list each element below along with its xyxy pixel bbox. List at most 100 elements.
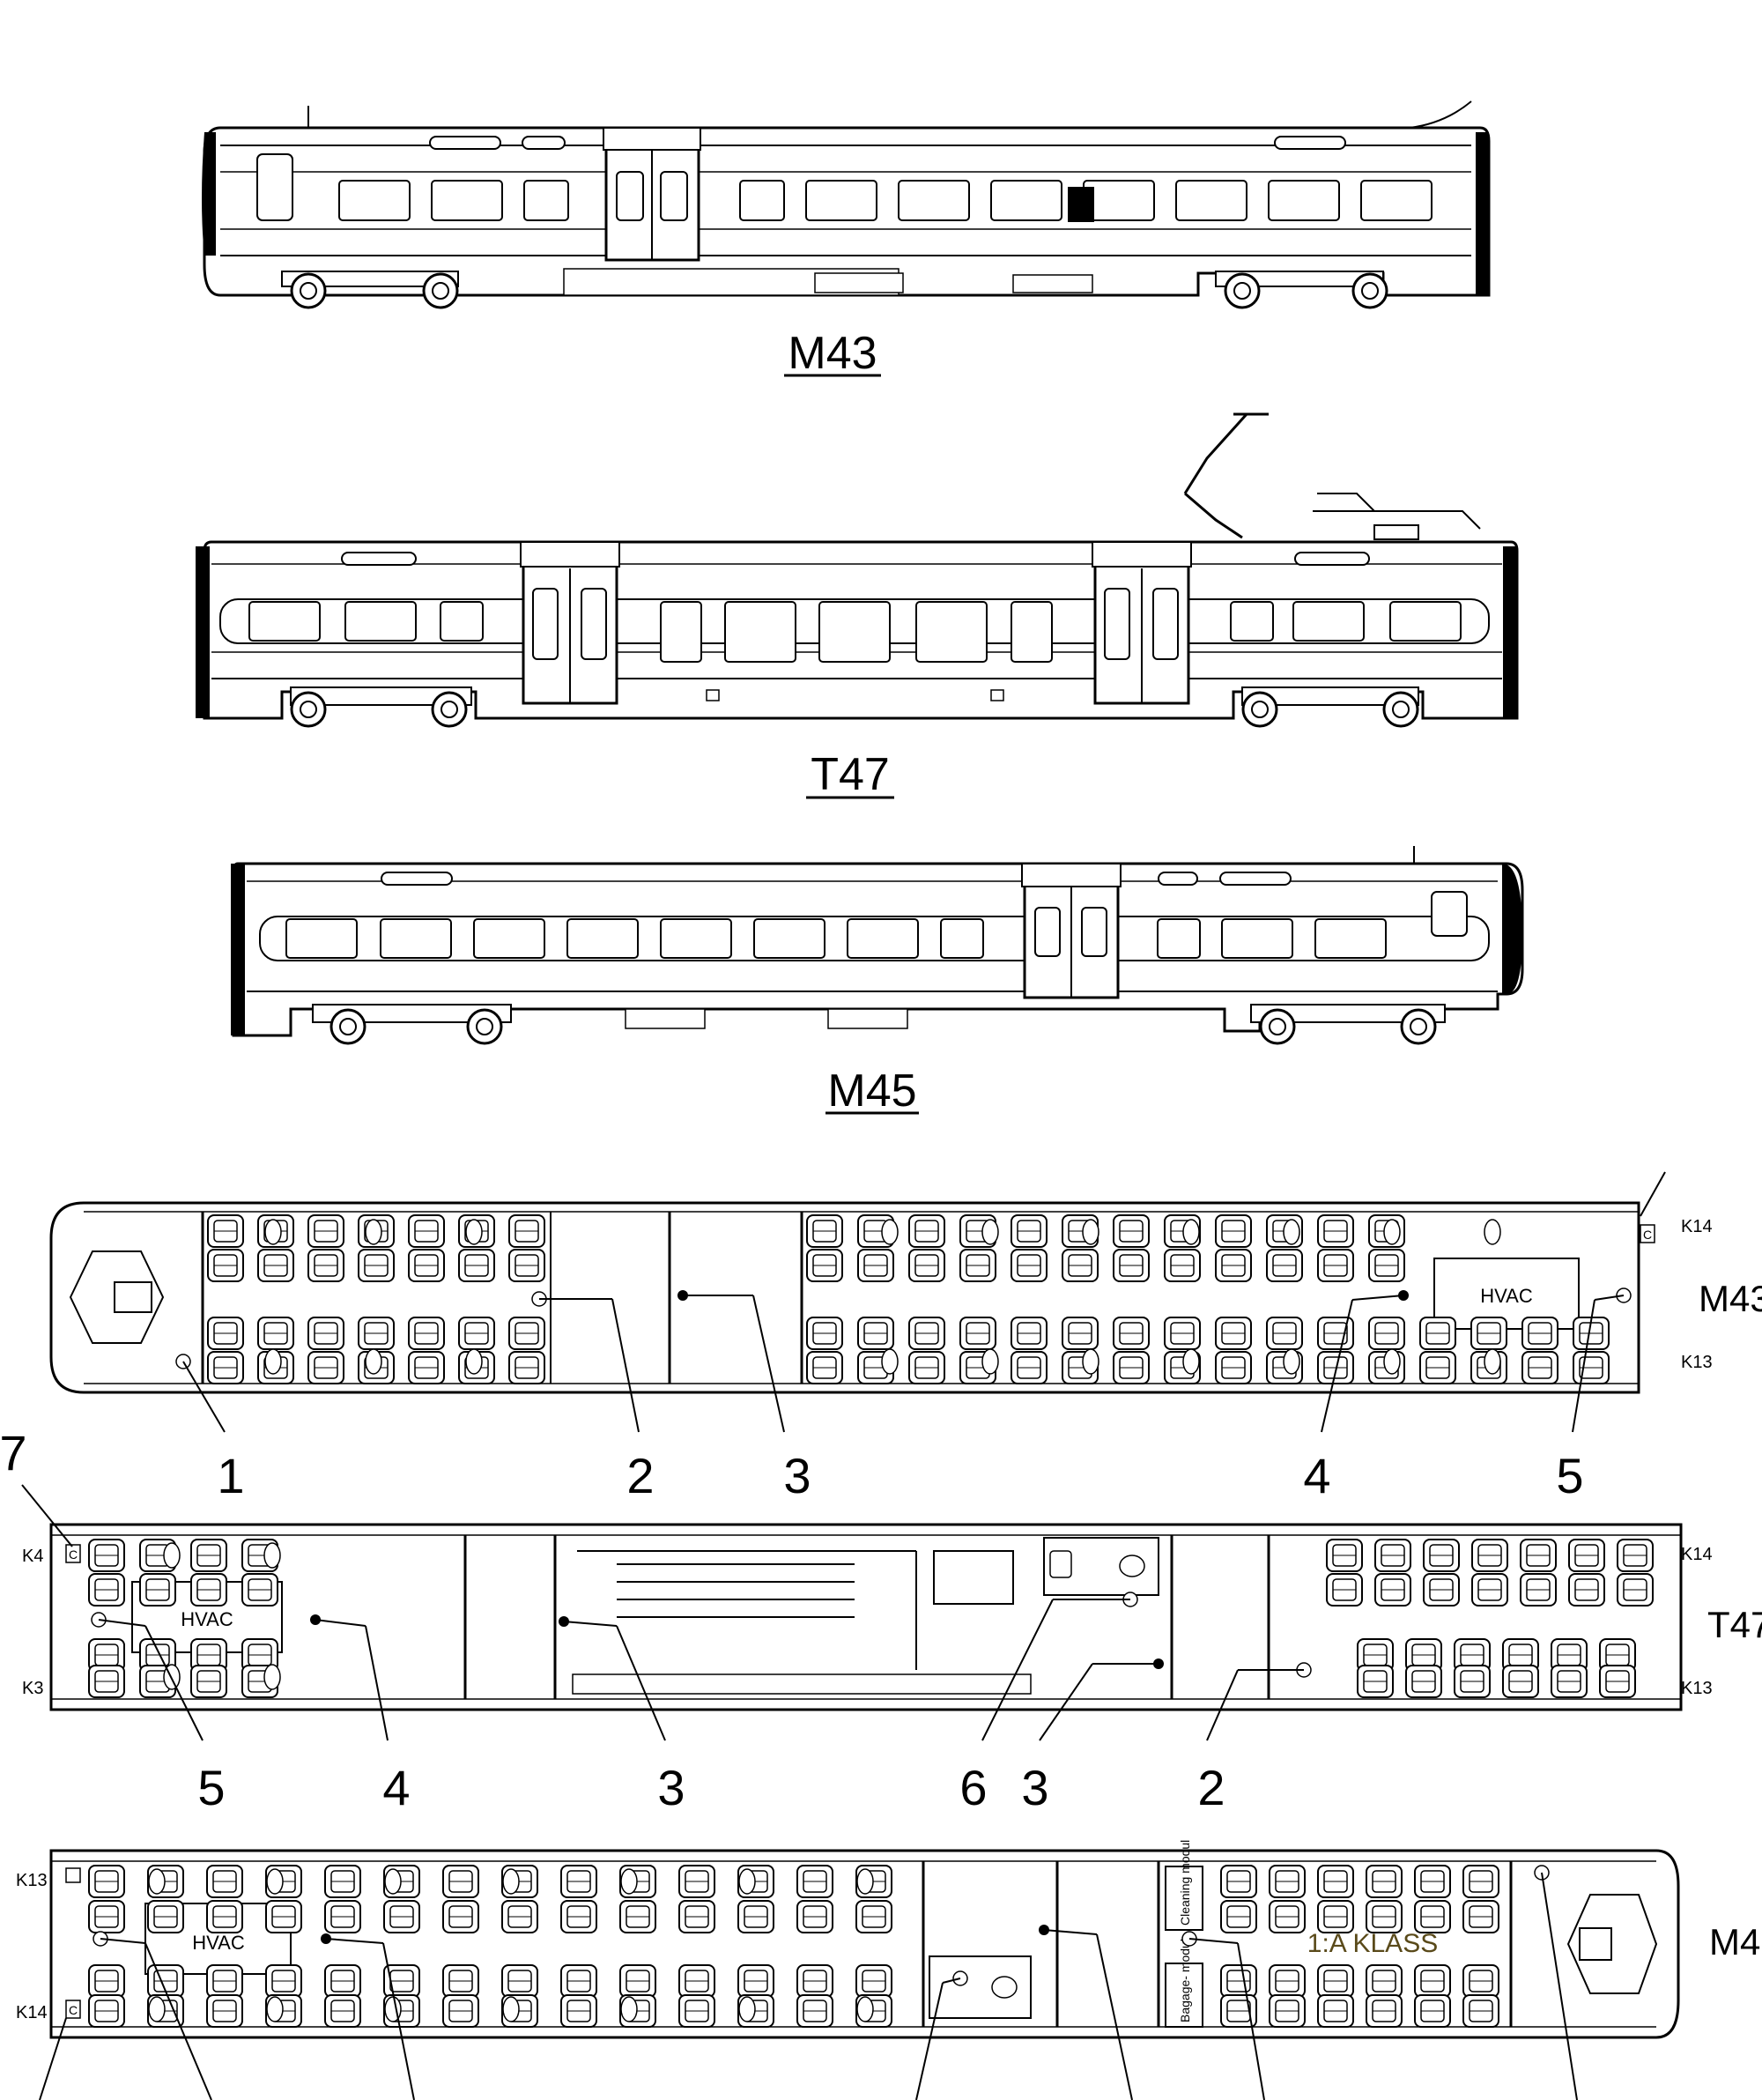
seat-icon [1405,1665,1442,1698]
seat-icon [737,1900,774,1933]
seat-icon [1062,1317,1099,1350]
seat-icon [206,1900,243,1933]
table-icon [620,1868,638,1895]
seat-icon [908,1214,945,1248]
seat-icon [796,1865,833,1898]
seat-icon [408,1317,445,1350]
table-icon [881,1219,899,1245]
seat-icon [383,1900,420,1933]
table-icon [981,1219,999,1245]
plan-label-m43: M43 [1699,1278,1762,1319]
seat-icon [1317,1994,1354,2028]
door-code-k14-m43: K14 [1681,1217,1713,1236]
seat-icon [1423,1573,1460,1607]
seat-icon [1062,1249,1099,1282]
table-icon [266,1996,284,2022]
seat-icon [324,1900,361,1933]
seat-icon [1414,1994,1451,2028]
seat-icon [1011,1214,1048,1248]
seat-icon [1113,1351,1150,1384]
seat-icon [190,1573,227,1607]
bogie-m43-left [281,271,459,309]
bogie-m45-left [312,1004,512,1045]
seat-icon [1366,1964,1403,1998]
table-icon [502,1996,520,2022]
side-view-t47: T47 [196,412,1519,800]
seat-icon [458,1249,495,1282]
table-icon [163,1542,181,1569]
seat-icon [147,1900,184,1933]
seat-icon [959,1317,996,1350]
seat-icon [324,1994,361,2028]
door-code-k13-m43: K13 [1681,1353,1713,1372]
side-view-m43: M43 [202,100,1491,379]
table-icon [620,1996,638,2022]
seat-icon [1113,1317,1150,1350]
seat-icon [1317,1964,1354,1998]
seat-icon [265,1900,302,1933]
seat-icon [206,1994,243,2028]
table-icon [502,1868,520,1895]
seat-icon [1366,1994,1403,2028]
seat-icon [88,1964,125,1998]
seat-icon [1599,1665,1636,1698]
door-code-k13-t47: K13 [1681,1679,1713,1698]
seat-icon [358,1249,395,1282]
car-label-m43: M43 [788,328,877,379]
seat-icon [1520,1539,1557,1572]
seat-icon [257,1317,294,1350]
seat-icon [1521,1317,1558,1350]
seat-icon [88,1865,125,1898]
table-icon [263,1664,281,1690]
seat-icon [806,1249,843,1282]
seat-icon [959,1249,996,1282]
callout-7: 7 [0,1425,27,1480]
seat-icon [1266,1317,1303,1350]
seat-icon [206,1964,243,1998]
seat-icon [442,1994,479,2028]
seat-icon [1220,1964,1257,1998]
seat-icon [1317,1865,1354,1898]
seat-icon [1470,1317,1507,1350]
plan-label-m45: M4 [1709,1921,1760,1963]
table-icon [856,1868,874,1895]
seat-icon [139,1573,176,1607]
door-code-k3-t47: K3 [22,1679,43,1698]
seat-icon [1368,1317,1405,1350]
seat-icon [88,1573,125,1607]
seat-icon [619,1900,656,1933]
seat-icon [307,1214,344,1248]
seat-icon [560,1865,597,1898]
table-icon [738,1868,756,1895]
seat-icon [508,1351,545,1384]
seat-icon [1568,1573,1605,1607]
seat-icon [796,1964,833,1998]
seat-icon [1568,1539,1605,1572]
table-icon [1383,1348,1401,1375]
seat-icon [1573,1351,1610,1384]
seat-icon [1011,1351,1048,1384]
table-icon [148,1996,166,2022]
bogie-m43-right [1215,271,1388,309]
table-icon [266,1868,284,1895]
seat-icon [324,1865,361,1898]
seat-icon [383,1964,420,1998]
side-view-m45: M45 [231,846,1524,1117]
table-icon [738,1996,756,2022]
seat-icon [190,1539,227,1572]
seat-icon [1113,1214,1150,1248]
seat-icon [796,1994,833,2028]
seat-icon [324,1964,361,1998]
seat-icon [190,1665,227,1698]
seat-icon [1317,1351,1354,1384]
seat-icon [1326,1573,1363,1607]
seat-icon [1357,1665,1394,1698]
table-icon [465,1219,483,1245]
table-icon [856,1996,874,2022]
seat-icon [1502,1665,1539,1698]
seat-icon [806,1214,843,1248]
seat-icon [307,1317,344,1350]
seat-icon [1617,1539,1654,1572]
seat-icon [796,1900,833,1933]
